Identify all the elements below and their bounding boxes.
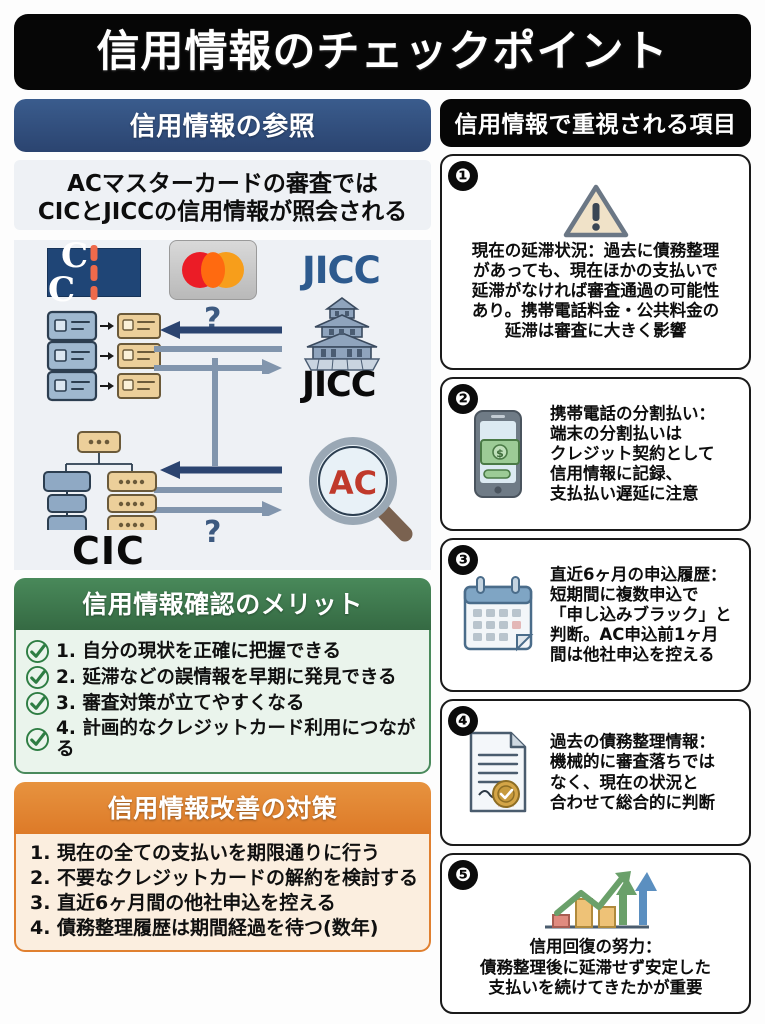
merit-text: 3. 審査対策が立てやすくなる — [56, 692, 305, 714]
list-item: 1. 現在の全ての支払いを期限通りに行う — [30, 841, 381, 864]
warning-triangle-icon — [563, 183, 629, 239]
card-number-badge: ❷ — [448, 384, 478, 415]
important-items-heading: 信用情報で重視される項目 — [440, 99, 751, 147]
reference-heading: 信用情報の参照 — [14, 99, 431, 152]
card-text-line: 信用情報に記録、 — [550, 464, 682, 484]
reference-subtitle-block: ACマスターカードの審査では CICとJICCの信用情報が照会される — [14, 160, 431, 231]
card-text-line: 現在の延滞状況：過去に債務整理 — [471, 240, 720, 260]
arrow-connector — [207, 358, 227, 472]
document-seal-icon — [450, 729, 546, 817]
card-text-line: 支払いを続けてきたかが重要 — [488, 977, 703, 997]
left-column: 信用情報の参照 ACマスターカードの審査では CICとJICCの信用情報が照会さ… — [14, 99, 431, 1014]
magnifier-ac-icon: AC — [307, 435, 419, 549]
merit-text: 2. 延滞などの誤情報を早期に発見できる — [56, 666, 397, 688]
page-title-bar: 信用情報のチェックポイント — [14, 14, 751, 90]
list-item: 2. 不要なクレジットカードの解約を検討する — [30, 866, 419, 889]
cic-black-label: CIC — [72, 529, 145, 574]
arrows-bottom — [154, 458, 284, 520]
card-text-line: クレジット契約として — [550, 444, 715, 463]
card-number-badge: ❶ — [448, 161, 478, 191]
important-item-card-2: ❷ $ — [440, 377, 751, 532]
list-item: 2. 延滞などの誤情報を早期に発見できる — [26, 666, 421, 690]
merits-panel: 信用情報確認のメリット 1. 自分の現状を正確に把握できる 2. 延滞などの誤情… — [14, 578, 431, 774]
database-records-icon — [34, 308, 164, 412]
page-title: 信用情報のチェックポイント — [96, 26, 669, 77]
content-columns: 信用情報の参照 ACマスターカードの審査では CICとJICCの信用情報が照会さ… — [14, 99, 751, 1014]
merits-heading: 信用情報確認のメリット — [14, 578, 431, 631]
reference-panel: 信用情報の参照 — [14, 99, 431, 152]
card-text-line: 債務整理後に延滞せず安定した — [480, 957, 711, 977]
card-text-line: 直近6ヶ月の申込履歴： — [550, 564, 727, 584]
card-text-line: 延滞は審査に大きく影響 — [504, 321, 687, 341]
measures-list: 1. 現在の全ての支払いを期限通りに行う 2. 不要なクレジットカードの解約を検… — [14, 833, 431, 952]
card-text-line: があっても、現在ほかの支払いで — [473, 260, 718, 280]
cic-logo-text: C C — [48, 235, 102, 310]
list-item: 4. 計画的なクレジットカード利用につながる — [26, 718, 421, 761]
growth-chart-icon — [531, 869, 661, 937]
merit-text: 1. 自分の現状を正確に把握できる — [56, 640, 341, 662]
card-text-line: 支払払い遅延に注意 — [550, 484, 699, 504]
measures-panel: 信用情報改善の対策 1. 現在の全ての支払いを期限通りに行う 2. 不要なクレジ… — [14, 781, 431, 952]
jicc-black-label: JICC — [302, 365, 376, 406]
org-tree-icon — [36, 430, 162, 535]
credit-inquiry-diagram: C C — [14, 239, 431, 574]
list-item: 1. 自分の現状を正確に把握できる — [26, 640, 421, 664]
important-item-card-4: ❹ — [440, 699, 751, 847]
check-icon — [26, 666, 49, 690]
card-number-badge: ❹ — [448, 706, 478, 737]
reference-subtitle-line2: CICとJICCの信用情報が照会される — [37, 199, 408, 226]
svg-text:$: $ — [496, 447, 504, 460]
question-mark-bottom: ? — [204, 515, 222, 551]
card-text-line: あり。携帯電話料金・公共料金の — [471, 301, 720, 321]
card-number-badge: ❺ — [448, 860, 478, 891]
important-item-card-3: ❸ — [440, 538, 751, 693]
card-text-line: 機械的に審査落ちでは — [550, 752, 715, 772]
important-item-card-5: ❺ — [440, 853, 751, 1014]
card-text-line: 「申し込みブラック」と — [550, 604, 732, 624]
card-text-line: 信用回復の努力： — [529, 937, 662, 957]
right-column: 信用情報で重視される項目 ❶ 現在の延滞状況：過去に債務整理 があっても、現在ほ… — [440, 99, 751, 1014]
jicc-blue-label: JICC — [302, 249, 381, 293]
card-text-line: なく、現在の状況と — [550, 772, 699, 792]
check-icon — [26, 640, 49, 664]
list-item: 3. 直近6ヶ月間の他社申込を控える — [30, 891, 336, 914]
reference-subtitle-line1: ACマスターカードの審査では — [67, 171, 378, 197]
card-text-line: 過去の債務整理情報： — [550, 732, 715, 752]
smartphone-payment-icon: $ — [450, 406, 546, 502]
check-icon — [26, 692, 49, 716]
calendar-icon — [450, 573, 546, 657]
mastercard-logo — [169, 240, 257, 301]
card-text-line: 間は他社申込を控える — [550, 645, 715, 665]
card-number-badge: ❸ — [448, 545, 478, 576]
japanese-castle-icon — [299, 295, 385, 377]
merit-text: 4. 計画的なクレジットカード利用につながる — [56, 718, 416, 761]
check-icon — [26, 727, 49, 751]
card-text-line: 携帯電話の分割払い： — [550, 403, 715, 423]
merits-list: 1. 自分の現状を正確に把握できる 2. 延滞などの誤情報を早期に発見できる 3… — [14, 630, 431, 774]
cic-logo: C C — [47, 239, 141, 307]
ac-magnifier-text: AC — [329, 464, 377, 502]
card-text-line: 短期間に複数申込で — [550, 584, 699, 604]
card-text-line: 合わせて総合的に判断 — [550, 792, 715, 812]
card-text-line: 判断。AC申込前1ヶ月 — [550, 625, 719, 645]
card-text-line: 端末の分割払いは — [550, 423, 682, 443]
arrows-top — [154, 318, 284, 378]
important-item-card-1: ❶ 現在の延滞状況：過去に債務整理 があっても、現在ほかの支払いで 延滞がなけれ… — [440, 154, 751, 371]
card-text-line: 延滞がなければ審査通過の可能性 — [471, 280, 720, 300]
list-item: 3. 審査対策が立てやすくなる — [26, 692, 421, 716]
measures-heading: 信用情報改善の対策 — [14, 781, 431, 834]
list-item: 4. 債務整理履歴は期間経過を待つ(数年) — [30, 916, 379, 939]
